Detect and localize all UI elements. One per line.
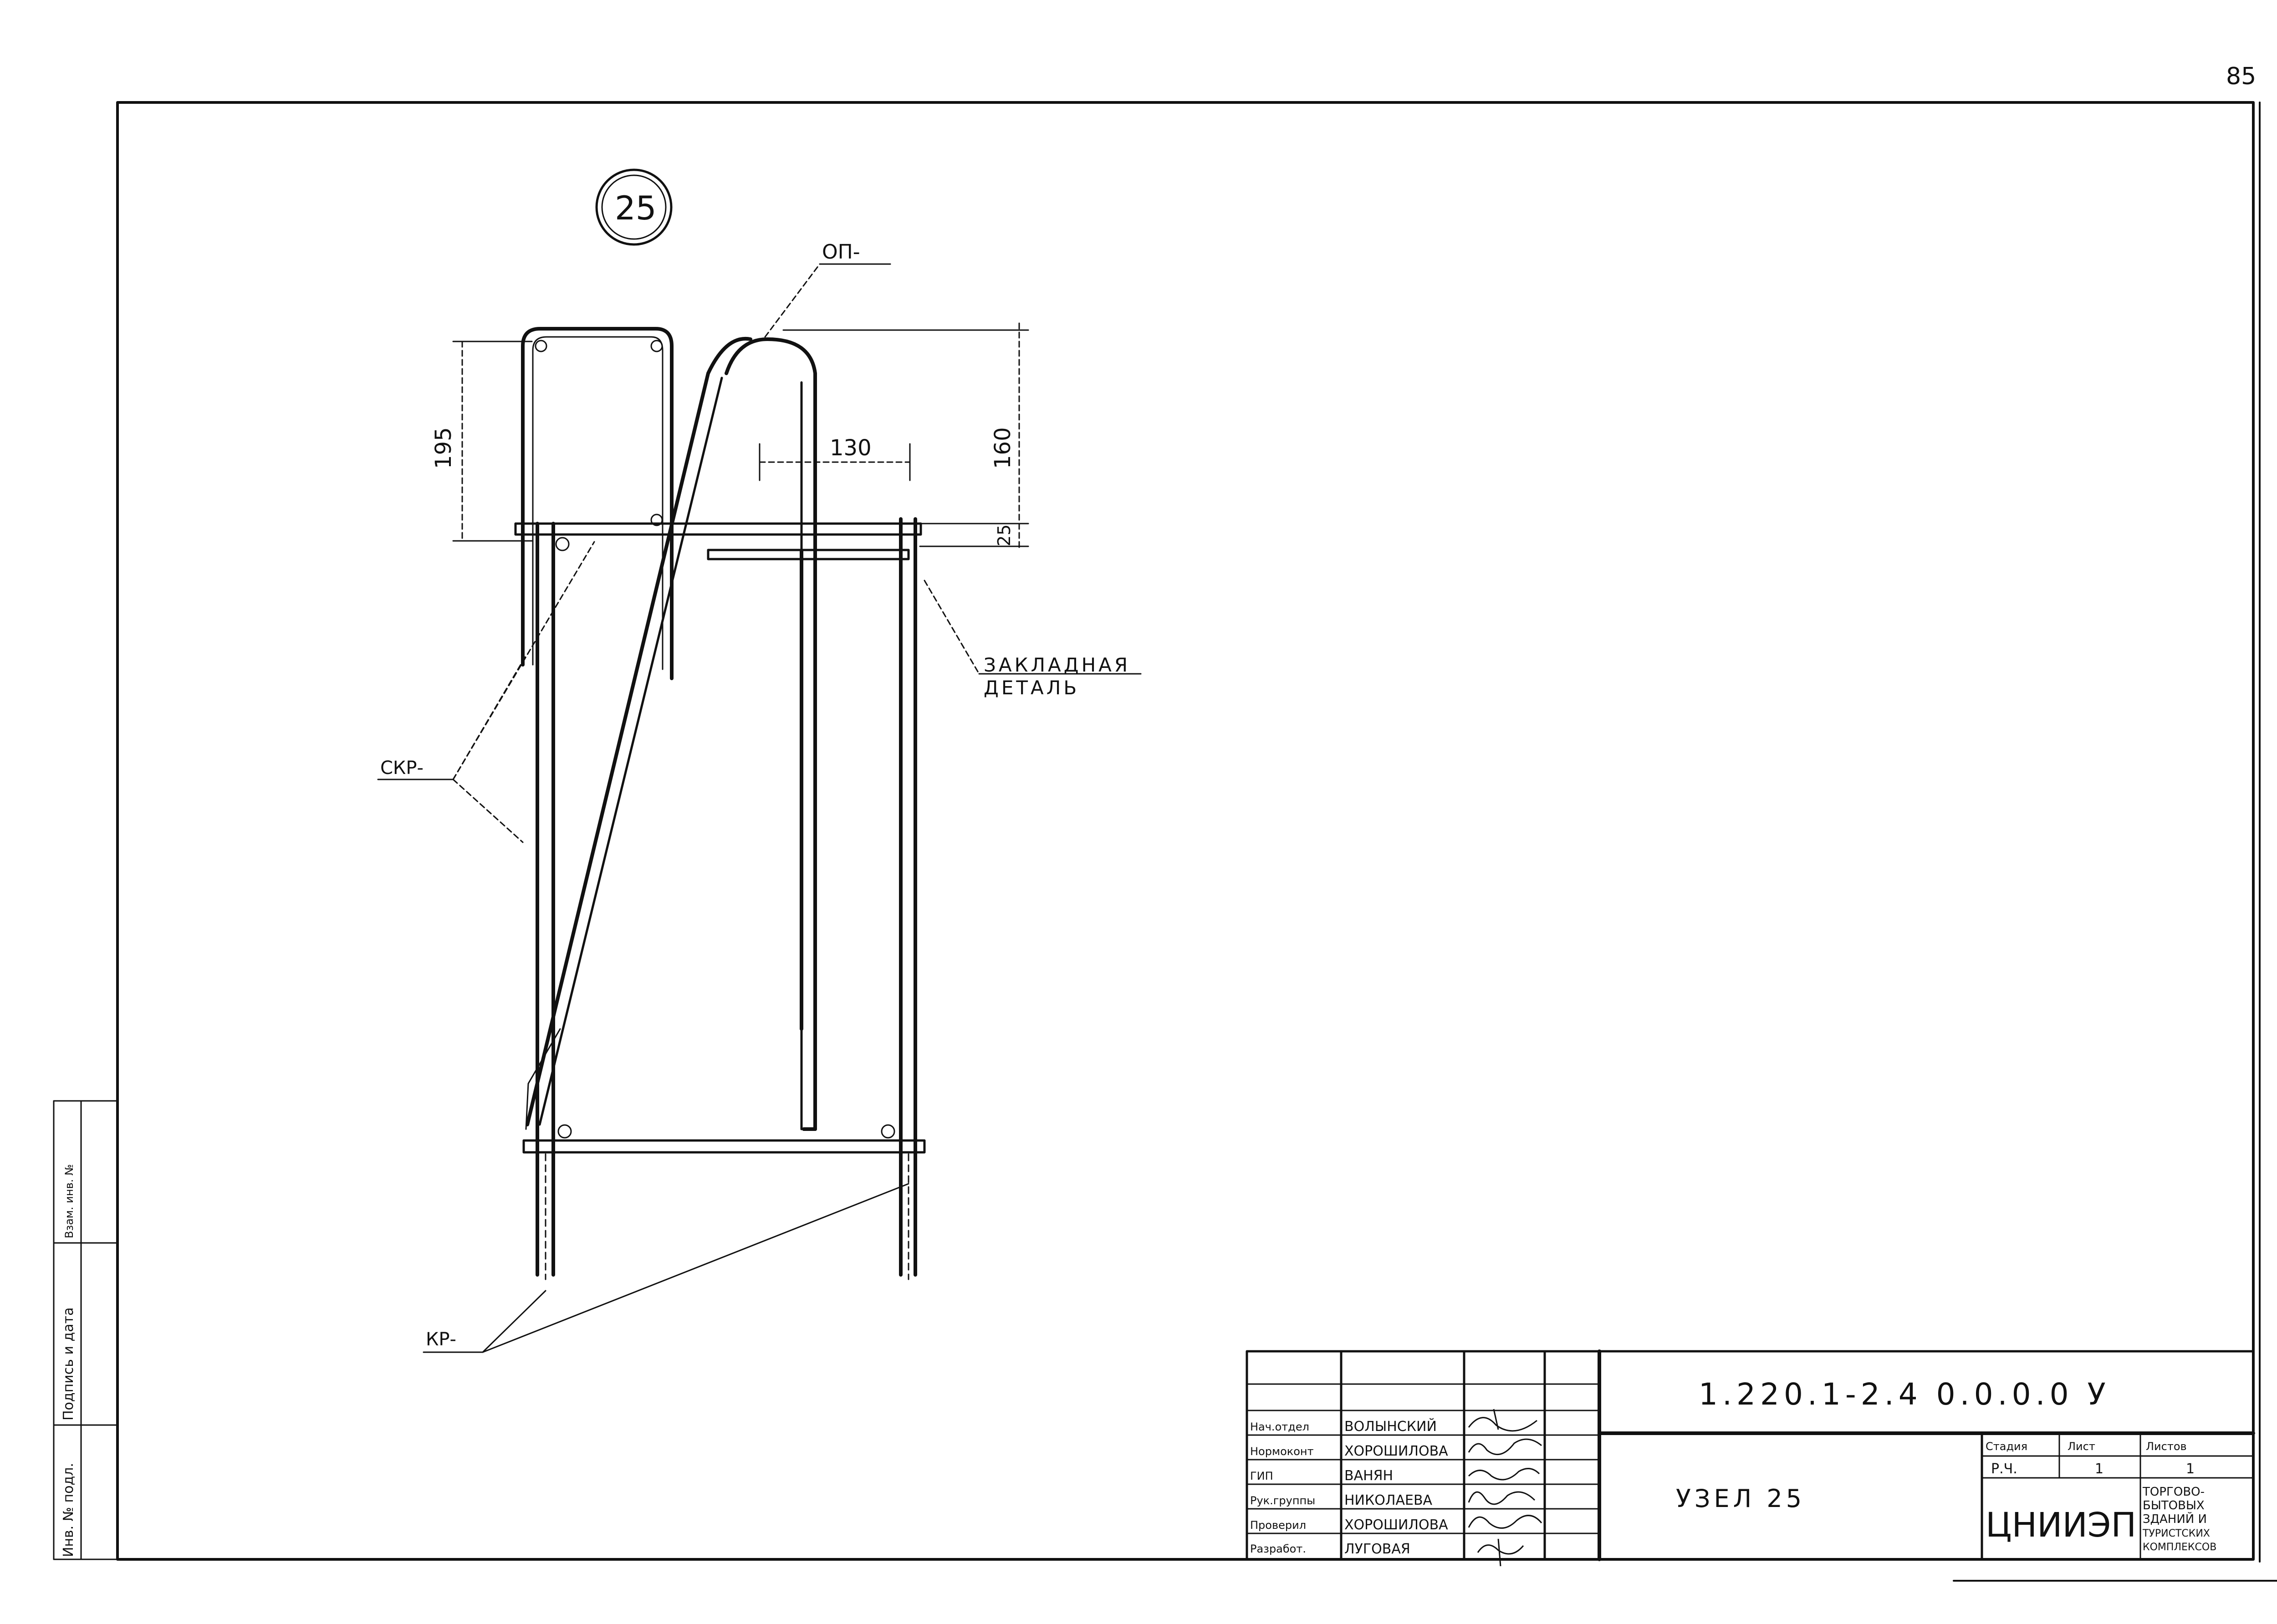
callout-embedded-line2: ДЕТАЛЬ — [984, 677, 1079, 699]
signature-5 — [1468, 1515, 1542, 1529]
signature-3 — [1468, 1468, 1540, 1481]
complex-line-2: БЫТОВЫХ — [2143, 1499, 2205, 1512]
dim-195: 195 — [431, 427, 456, 469]
signature-6 — [1477, 1538, 1524, 1567]
signature-1 — [1468, 1409, 1537, 1432]
complex-line-5: КОМПЛЕКСОВ — [2143, 1542, 2216, 1553]
complex-line-4: ТУРИСТСКИХ — [2142, 1528, 2210, 1539]
stamp-inv-no: Инв. № подл. — [61, 1463, 77, 1557]
sheet-header: Лист — [2068, 1440, 2095, 1453]
role-6: Разработ. — [1250, 1543, 1306, 1555]
handrail-assembly — [514, 327, 926, 1280]
name-4: НИКОЛАЕВА — [1344, 1492, 1433, 1508]
callout-op: ОП- — [822, 240, 860, 264]
sheet-value: 1 — [2095, 1461, 2103, 1477]
page-number: 85 — [2226, 63, 2256, 90]
dim-130: 130 — [830, 435, 872, 461]
role-2: Нормоконт — [1250, 1445, 1314, 1458]
dimensions: 195 130 160 25 — [431, 322, 1029, 550]
callouts: ОП- ЗАКЛАДНАЯ ДЕТАЛЬ СКР- КР- — [377, 240, 1142, 1353]
name-5: ХОРОШИЛОВА — [1344, 1517, 1448, 1533]
callout-skr: СКР- — [380, 758, 424, 779]
title-block: Нач.отдел ВОЛЫНСКИЙ Нормоконт ХОРОШИЛОВА… — [1246, 1349, 2255, 1567]
sheets-header: Листов — [2146, 1440, 2187, 1453]
complex-line-1: ТОРГОВО- — [2142, 1485, 2205, 1499]
callout-embedded-line1: ЗАКЛАДНАЯ — [984, 654, 1130, 676]
role-3: ГИП — [1250, 1470, 1273, 1482]
role-5: Проверил — [1250, 1519, 1306, 1532]
callout-kr: КР- — [426, 1329, 456, 1350]
drawing-designation: 1.220.1-2.4 0.0.0.0 У — [1699, 1377, 2110, 1412]
organization: ЦНИИЭП — [1986, 1506, 2136, 1545]
node-number: 25 — [615, 189, 657, 227]
complex-line-3: ЗДАНИЙ И — [2143, 1512, 2207, 1526]
role-4: Рук.группы — [1250, 1494, 1315, 1507]
sheets-value: 1 — [2186, 1461, 2195, 1477]
dim-25: 25 — [994, 524, 1014, 546]
role-1: Нач.отдел — [1250, 1420, 1309, 1433]
name-6: ЛУГОВАЯ — [1344, 1541, 1410, 1557]
signature-2 — [1468, 1438, 1542, 1455]
stamp-replace-inv: Взам. инв. № — [63, 1164, 76, 1238]
stage-value: Р.Ч. — [1991, 1461, 2017, 1477]
name-3: ВАНЯН — [1344, 1468, 1393, 1484]
name-2: ХОРОШИЛОВА — [1344, 1443, 1448, 1459]
name-1: ВОЛЫНСКИЙ — [1344, 1418, 1437, 1435]
stamp-signature-date: Подпись и дата — [61, 1308, 77, 1421]
sheet-frame — [116, 101, 2255, 1561]
dim-160: 160 — [990, 427, 1016, 469]
left-stamp: Инв. № подл. Подпись и дата Взам. инв. № — [53, 1100, 118, 1560]
node-circle: 25 — [595, 168, 673, 246]
signature-4 — [1468, 1491, 1536, 1505]
stage-header: Стадия — [1986, 1440, 2027, 1453]
sheet-title: УЗЕЛ 25 — [1676, 1484, 1805, 1513]
